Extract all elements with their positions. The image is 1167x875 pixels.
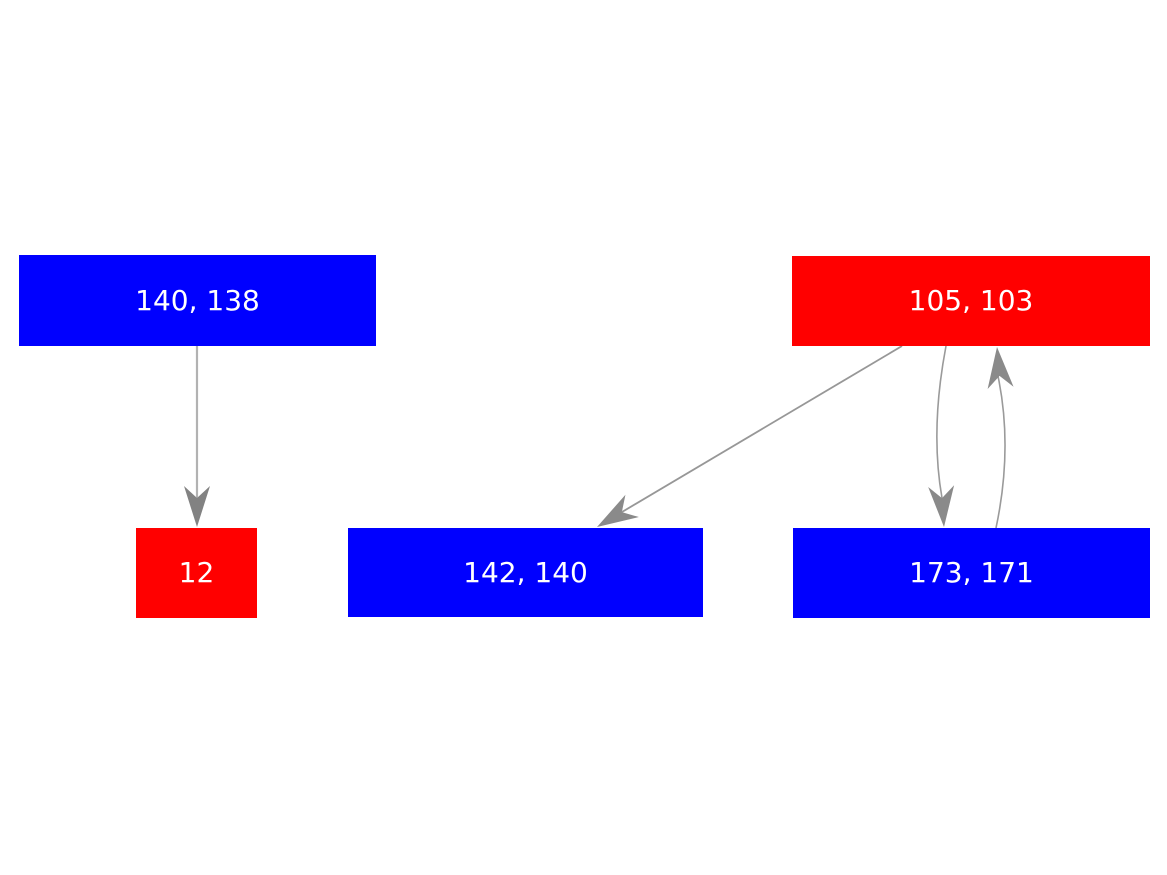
node-label: 142, 140 xyxy=(463,555,588,589)
edge-140-138-to-12-arrowhead xyxy=(184,486,210,527)
node-label: 12 xyxy=(178,556,215,589)
node-label: 105, 103 xyxy=(908,284,1034,317)
node-12: 12 xyxy=(136,528,257,618)
edge-105-103-to-173-171-arrowhead xyxy=(928,485,955,527)
edge-173-171-to-105-103-arrowhead xyxy=(987,347,1014,389)
node-173-171: 173, 171 xyxy=(793,528,1150,618)
edge-105-103-to-173-171-line xyxy=(936,345,947,499)
edge-173-171-to-105-103-line xyxy=(995,375,1006,529)
node-142-140: 142, 140 xyxy=(348,528,703,617)
node-140-138: 140, 138 xyxy=(19,255,376,346)
edge-105-103-to-142-140-line xyxy=(621,345,903,513)
node-label: 140, 138 xyxy=(135,283,260,317)
node-label: 173, 171 xyxy=(909,556,1034,589)
node-105-103: 105, 103 xyxy=(792,256,1150,346)
